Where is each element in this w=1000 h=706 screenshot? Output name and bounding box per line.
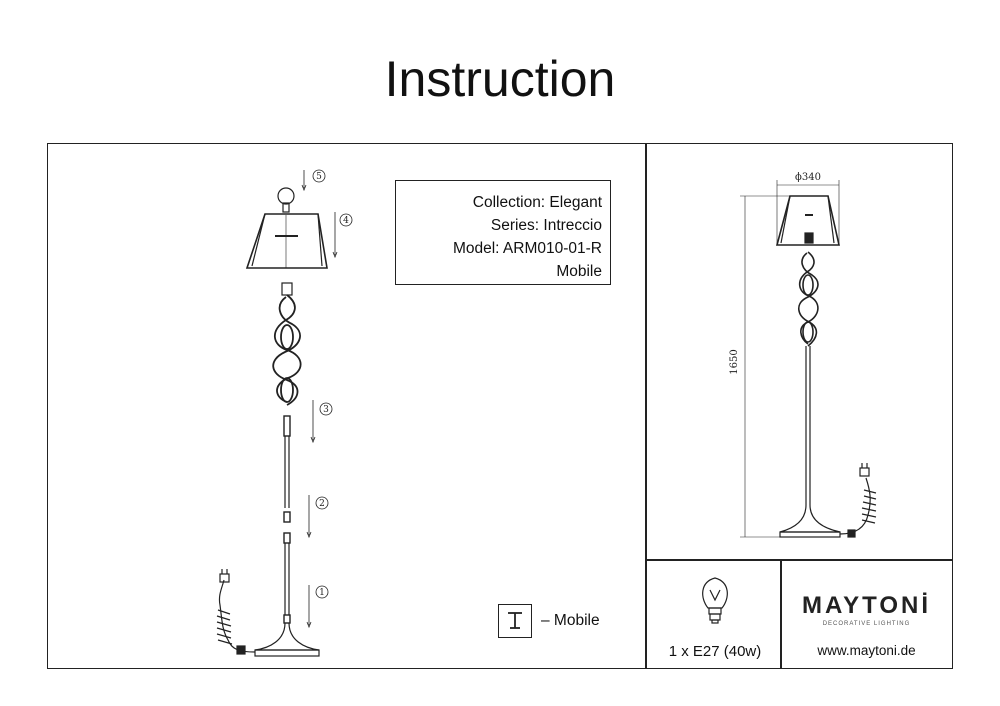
width-dimension <box>776 180 840 245</box>
step-3-label: 3 <box>323 405 329 415</box>
website-link[interactable]: www.maytoni.de <box>817 643 916 658</box>
step-arrows <box>301 170 338 629</box>
step-4-label: 4 <box>343 216 349 226</box>
brand-tagline: DECORATIVE LIGHTING <box>822 621 911 627</box>
dimension-twisted-stem <box>798 251 819 347</box>
height-dimension <box>740 195 790 538</box>
mobile-legend-label: – Mobile <box>541 612 600 629</box>
brand-logo: MAYTONİ <box>801 592 932 619</box>
step-1-label: 1 <box>319 588 325 598</box>
panel-divider-horizontal <box>645 559 953 561</box>
power-cord <box>216 569 256 655</box>
collection-text: Collection: Elegant <box>472 194 602 211</box>
footer-divider <box>780 559 782 669</box>
variant-text: Mobile <box>556 263 602 280</box>
step-5-label: 5 <box>316 172 322 182</box>
dimension-shade <box>775 195 840 246</box>
stem-segments <box>283 415 291 624</box>
height-label: 1650 <box>729 349 740 374</box>
mobile-icon <box>508 612 522 629</box>
page-title: Instruction <box>384 51 616 107</box>
dimension-power-cord <box>839 463 877 538</box>
diagram-frame <box>47 143 953 669</box>
socket <box>281 282 293 296</box>
lamp-base <box>254 622 320 657</box>
light-bulb-icon <box>702 577 728 624</box>
panel-divider-vertical <box>645 143 647 669</box>
twisted-stem <box>272 294 302 406</box>
series-text: Series: Intreccio <box>490 217 602 234</box>
model-text: Model: ARM010-01-R <box>452 240 602 257</box>
bulb-icon <box>277 187 295 213</box>
mobile-legend-box <box>498 604 532 638</box>
product-info-box: Collection: Elegant Series: Intreccio Mo… <box>395 180 611 285</box>
step-markers <box>312 169 353 599</box>
diameter-label: ϕ340 <box>795 172 821 183</box>
step-2-label: 2 <box>319 499 325 509</box>
dimension-base <box>779 504 841 533</box>
lamp-shade <box>245 213 328 269</box>
bulb-spec: 1 x E27 (40w) <box>668 643 762 660</box>
